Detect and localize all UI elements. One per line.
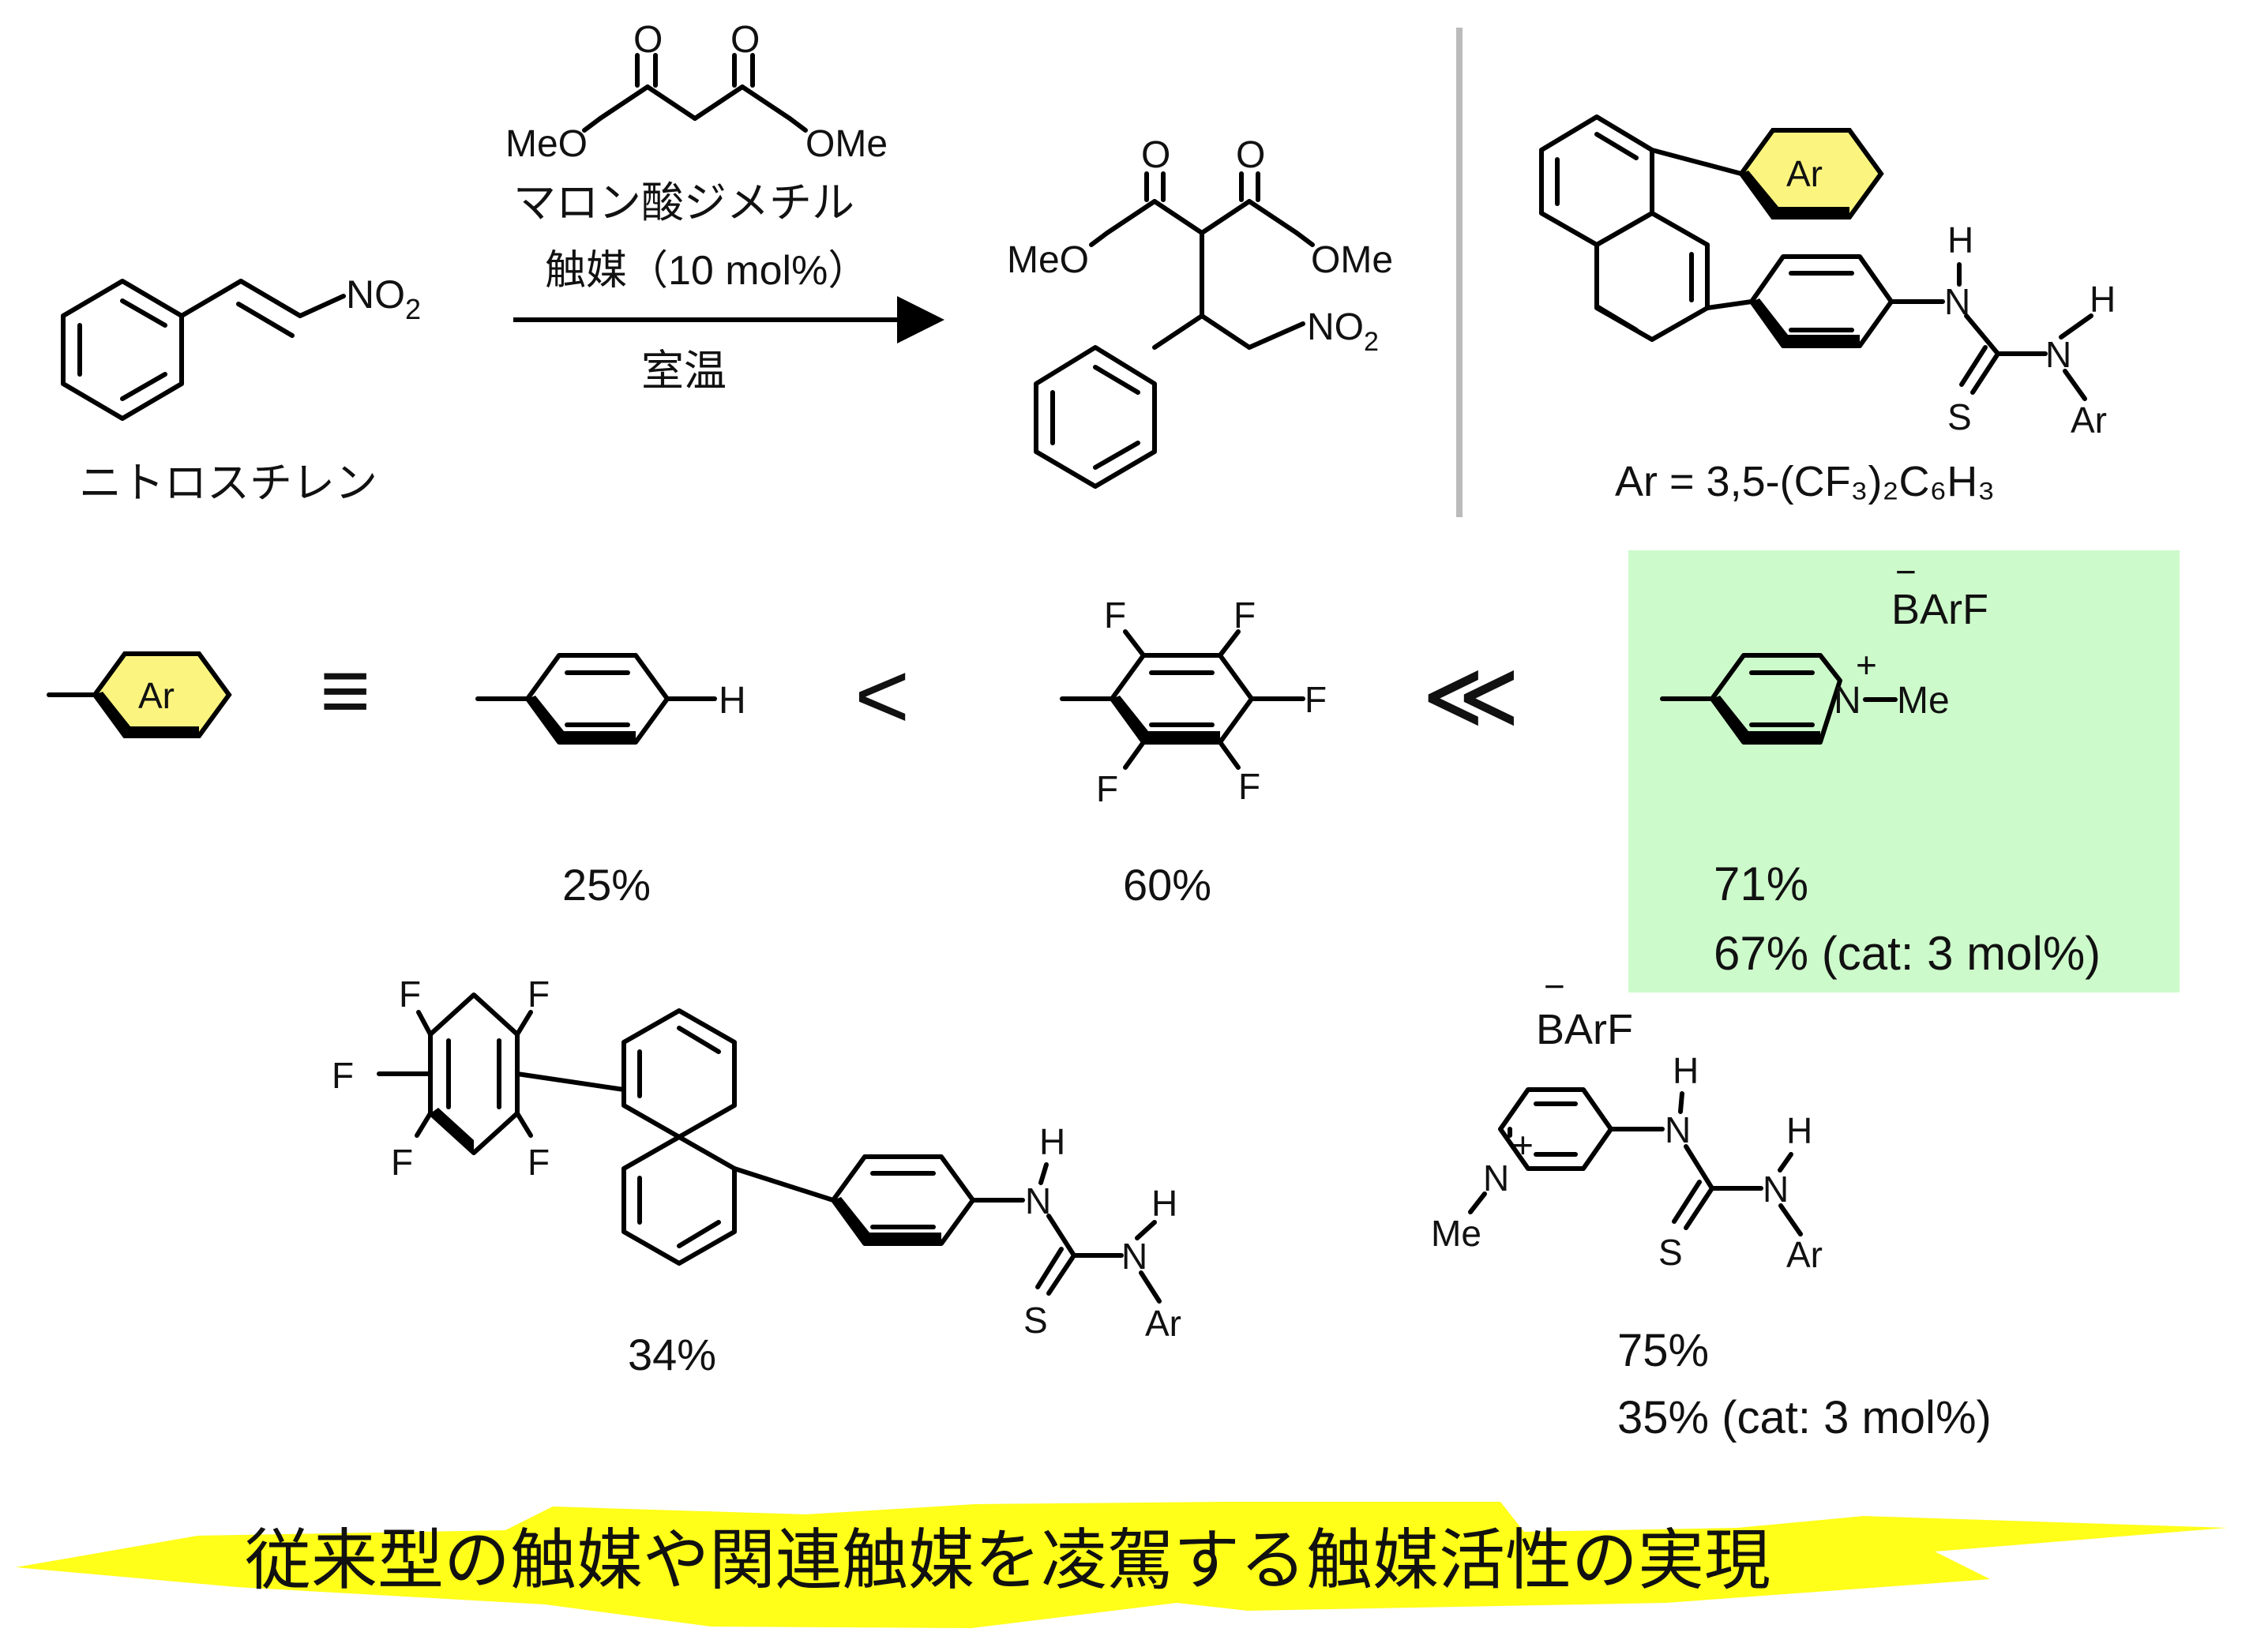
highlight-box	[1628, 550, 2180, 992]
malonate-name: マロン酸ジメチル	[513, 179, 854, 227]
nitrostyrene-name: ニトロスチレン	[79, 460, 377, 507]
svg-text:Me: Me	[1897, 680, 1950, 722]
svg-text:N: N	[2045, 334, 2071, 375]
catalyst-scaffold-structure: Ar N H N H Ar S	[1539, 114, 2116, 441]
svg-text:S: S	[1658, 1232, 1683, 1273]
yield-pentafluorophenyl: 60%	[1123, 860, 1211, 910]
svg-text:OMe: OMe	[805, 123, 888, 165]
banner-burst	[16, 1502, 2227, 1628]
svg-text:N: N	[1665, 1109, 1691, 1150]
svg-text:N: N	[1121, 1236, 1147, 1277]
svg-text:Ar: Ar	[1786, 1234, 1823, 1275]
svg-text:Ar: Ar	[1145, 1303, 1181, 1344]
ar-definition: Ar = 3,5-(CF₃)₂C₆H₃	[1615, 458, 1995, 505]
svg-text:+: +	[1512, 1124, 1534, 1165]
reaction-condition: 室温	[641, 347, 727, 395]
svg-text:NO2: NO2	[346, 272, 421, 325]
svg-text:F: F	[528, 974, 550, 1015]
svg-text:O: O	[730, 19, 760, 61]
svg-text:H: H	[2090, 279, 2116, 320]
pyridinium-thiourea-structure: − BArF N + Me N H N H Ar S	[1431, 966, 1823, 1275]
svg-text:H: H	[1039, 1121, 1065, 1162]
yield-phenyl: 25%	[562, 860, 651, 910]
yield-pyridinium-thiourea: 75%	[1617, 1325, 1709, 1376]
svg-text:−: −	[1544, 966, 1565, 1007]
svg-text:N: N	[1763, 1169, 1789, 1210]
much-less-than: ≪	[1421, 643, 1521, 749]
svg-text:F: F	[391, 1142, 413, 1183]
yield-pyridinium-thiourea-low: 35% (cat: 3 mol%)	[1617, 1392, 1992, 1443]
svg-text:MeO: MeO	[505, 123, 588, 165]
pyridinium-structure: − BArF N + Me	[1660, 551, 1988, 745]
svg-text:H: H	[1947, 220, 1973, 261]
svg-text:S: S	[1023, 1300, 1048, 1341]
svg-text:H: H	[1673, 1050, 1699, 1091]
yield-pf-naphthyl: 34%	[628, 1330, 716, 1379]
svg-text:N: N	[1483, 1158, 1509, 1199]
svg-text:F: F	[1238, 766, 1260, 807]
svg-text:N: N	[1834, 680, 1861, 722]
banner-text: 従来型の触媒や関連触媒を凌駕する触媒活性の実現	[245, 1523, 1770, 1597]
svg-text:−: −	[1895, 551, 1917, 592]
svg-text:F: F	[399, 974, 421, 1015]
svg-text:Me: Me	[1431, 1213, 1481, 1254]
phenyl-structure: H	[475, 653, 746, 745]
svg-text:F: F	[528, 1142, 550, 1183]
svg-text:BArF: BArF	[1536, 1006, 1633, 1053]
svg-text:F: F	[1104, 595, 1126, 636]
svg-text:Ar: Ar	[2071, 400, 2107, 441]
svg-text:MeO: MeO	[1007, 239, 1089, 281]
svg-text:F: F	[1096, 768, 1118, 809]
svg-text:H: H	[1786, 1110, 1812, 1151]
svg-text:Ar: Ar	[138, 675, 175, 716]
svg-text:O: O	[633, 19, 663, 61]
catalyst-loading: 触媒（10 mol%）	[545, 248, 869, 294]
svg-text:NO2: NO2	[1307, 306, 1379, 357]
nitrostyrene-structure: NO2	[61, 272, 421, 421]
equiv-sign: ≡	[320, 642, 370, 739]
svg-text:F: F	[332, 1055, 354, 1096]
malonate-structure: O O MeO OMe	[505, 19, 888, 165]
svg-text:+: +	[1856, 644, 1877, 685]
less-than: <	[854, 643, 910, 749]
svg-text:O: O	[1236, 134, 1265, 176]
svg-text:O: O	[1141, 134, 1170, 176]
svg-text:F: F	[1234, 595, 1256, 636]
svg-text:S: S	[1947, 396, 1972, 437]
svg-text:H: H	[1151, 1183, 1177, 1224]
svg-text:Ar: Ar	[1786, 153, 1823, 194]
ar-placeholder: Ar	[47, 651, 232, 738]
pf-naphthyl-catalyst-structure: F F F F F N H N H Ar S	[332, 974, 1181, 1344]
product-structure: O O MeO OMe NO2	[1007, 134, 1393, 489]
svg-text:F: F	[1305, 679, 1327, 720]
svg-text:BArF: BArF	[1891, 586, 1988, 633]
yield-pyridinium-low: 67% (cat: 3 mol%)	[1714, 927, 2101, 980]
svg-text:OMe: OMe	[1311, 239, 1393, 281]
pentafluorophenyl-structure: F F F F F	[1060, 595, 1327, 809]
yield-pyridinium: 71%	[1714, 857, 1808, 910]
svg-text:H: H	[719, 680, 746, 722]
